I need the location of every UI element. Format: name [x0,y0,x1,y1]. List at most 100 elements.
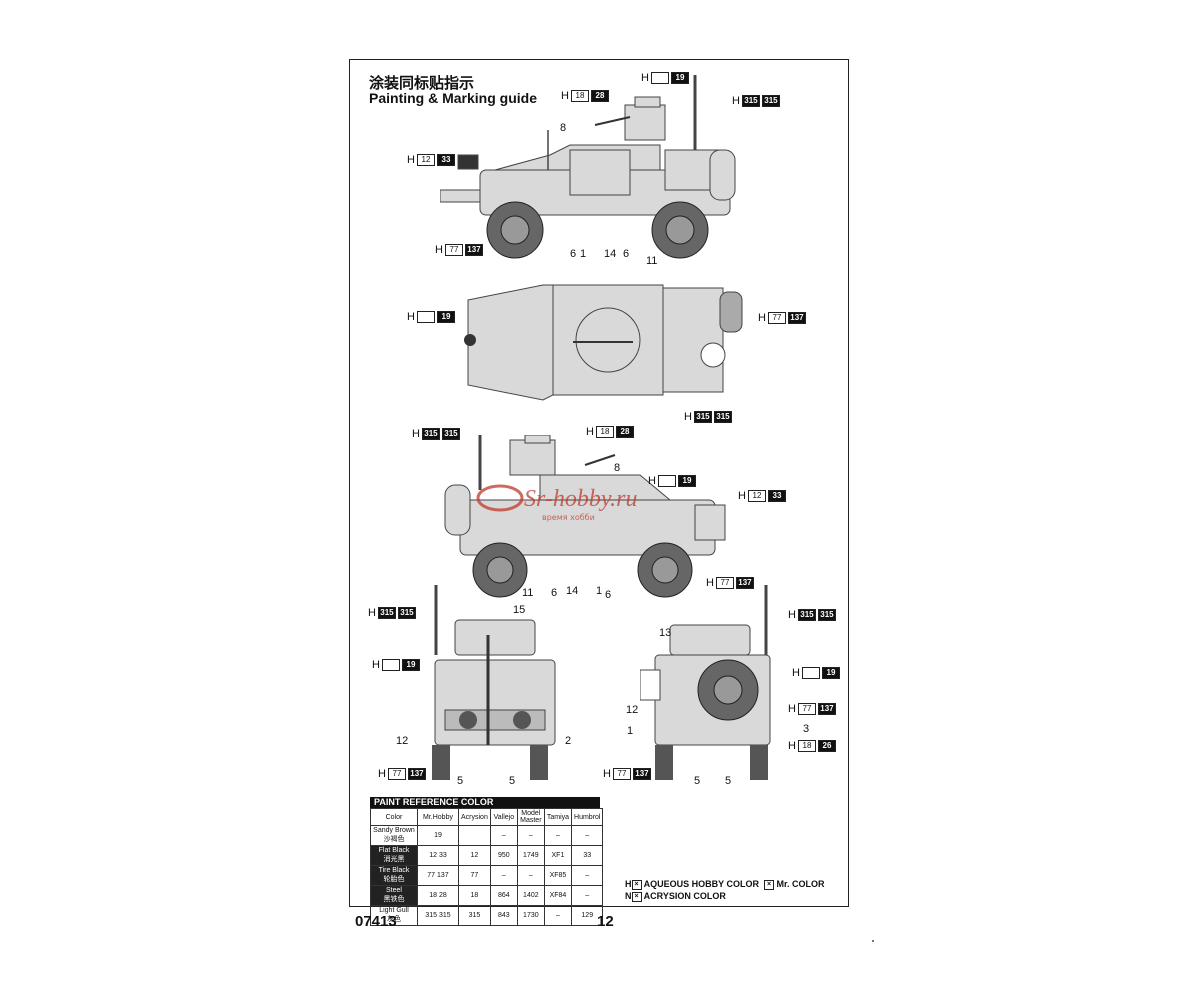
vallejo-cell: 950 [489,845,518,866]
tamiya-cell: – [543,905,573,926]
part-number: 6 [605,589,612,601]
column-header: Acrysion [458,808,491,826]
humbrol-cell: 33 [571,845,604,866]
part-number: 13 [659,627,672,639]
part-number: 11 [646,255,658,267]
column-header: Mr.Hobby [417,808,459,826]
checkbox-icon: × [631,879,642,890]
acrysion-cell [458,825,491,846]
model-master-cell: 1402 [516,885,545,906]
color-legend: H× AQUEOUS HOBBY COLOR × Mr. COLOR N× AC… [625,878,825,902]
part-number: 12 [396,735,409,747]
tamiya-cell: – [543,825,573,846]
vehicle-rear-view [640,585,771,780]
part-number: 2 [565,735,572,747]
tamiya-cell: XF1 [543,845,573,866]
mrhobby-cell: 18 28 [417,885,459,906]
part-number: 6 [623,248,630,260]
vallejo-cell: 864 [489,885,518,906]
watermark-text: Sr-hobby.ru [524,486,638,512]
vehicle-top-view [464,284,743,401]
humbrol-cell: – [571,865,604,886]
vallejo-cell: – [489,865,518,886]
model-master-cell: 1730 [516,905,545,926]
product-code: 07413 [355,913,397,930]
part-number: 6 [551,587,558,599]
part-number: 3 [803,723,810,735]
acrysion-cell: 77 [458,865,491,886]
part-number: 5 [694,775,701,787]
mrhobby-cell: 19 [417,825,459,846]
model-master-cell: – [516,865,545,886]
acrysion-cell: 315 [458,905,491,926]
humbrol-cell: – [571,885,604,906]
part-number: 1 [596,585,603,597]
acrysion-cell: 18 [458,885,491,906]
legend-line-acrysion: N× ACRYSION COLOR [625,891,726,902]
part-number: 15 [513,604,526,616]
column-header: Tamiya [543,808,573,826]
paint-table-title: PAINT REFERENCE COLOR [370,797,600,808]
part-number: 14 [566,585,579,597]
part-number: 5 [457,775,464,787]
paint-reference-table: Color Mr.Hobby Acrysion Vallejo Model Ma… [370,808,604,926]
column-header: Vallejo [489,808,518,826]
legend-line-aqueous: H× AQUEOUS HOBBY COLOR × Mr. COLOR [625,879,825,890]
vehicle-left-side-view [440,75,736,259]
column-header: Humbrol [571,808,604,826]
part-number: 12 [626,704,639,716]
checkbox-icon: × [764,879,775,890]
part-number: 11 [522,587,534,599]
part-number: 6 [570,248,577,260]
vehicle-right-side-view [444,435,726,598]
part-number: 5 [509,775,516,787]
page-number: 12 [597,913,614,930]
model-master-cell: 1749 [516,845,545,866]
acrysion-cell: 12 [458,845,491,866]
vallejo-cell: – [489,825,518,846]
checkbox-icon: × [631,891,642,902]
column-header: Model Master [516,808,545,826]
part-number: 14 [604,248,617,260]
stray-dot [872,940,874,942]
vallejo-cell: 843 [489,905,518,926]
part-number: 8 [560,122,567,134]
humbrol-cell: – [571,825,604,846]
watermark-subtext: время хобби [542,513,595,522]
mrhobby-cell: 77 137 [417,865,459,886]
humbrol-cell: 129 [571,905,604,926]
page-title: Painting & Marking guide [369,90,538,106]
part-number: 1 [580,248,587,260]
part-number: 1 [627,725,634,737]
mrhobby-cell: 315 315 [417,905,459,926]
mrhobby-cell: 12 33 [417,845,459,866]
watermark-logo: Sr-hobby.ru время хобби [476,484,638,522]
